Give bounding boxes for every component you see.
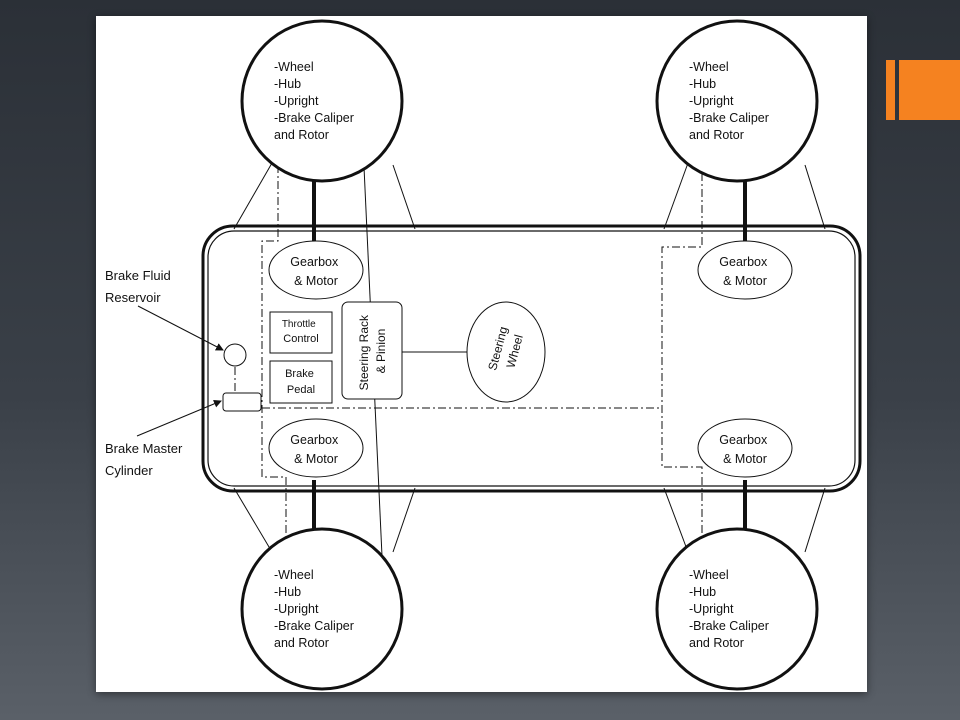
reservoir-callout-arrow (137, 305, 224, 351)
svg-text:Brake Pedal: Brake Pedal (285, 368, 317, 396)
brake-pedal-box: Brake Pedal (269, 360, 333, 404)
chassis-outer (201, 224, 862, 493)
gearbox-rear-left: Gearbox & Motor (268, 418, 364, 478)
brake-fluid-reservoir-label: Brake Fluid Reservoir (105, 268, 174, 305)
wheel-rear-left: -Wheel -Hub -Upright -Brake Caliper and … (240, 527, 404, 691)
steering-rack-box: Steering Rack & Pinion (341, 301, 403, 400)
master-cylinder-callout-arrow (136, 400, 222, 437)
throttle-control-box: Throttle Control (269, 311, 333, 354)
gearbox-front-right: Gearbox & Motor (697, 240, 793, 300)
svg-text:Steering Rack & Pinion: Steering Rack & Pinion (357, 312, 388, 391)
accent-bar-thin (886, 60, 895, 120)
svg-text:Throttle Control: Throttle Control (282, 314, 320, 345)
accent-block (899, 60, 960, 120)
svg-text:Gearbox & Motor: Gearbox & Motor (290, 433, 341, 466)
wheel-rear-right: -Wheel -Hub -Upright -Brake Caliper and … (655, 527, 819, 691)
brake-master-cylinder (222, 392, 262, 412)
wheel-front-left: -Wheel -Hub -Upright -Brake Caliper and … (240, 19, 404, 183)
gearbox-front-left: Gearbox & Motor (268, 240, 364, 300)
brake-lines (234, 165, 703, 555)
wheel-front-right-text: -Wheel -Hub -Upright -Brake Caliper and … (689, 60, 772, 142)
wheel-rear-left-text: -Wheel -Hub -Upright -Brake Caliper and … (274, 568, 357, 650)
brake-master-cylinder-label: Brake Master Cylinder (105, 441, 186, 478)
brake-fluid-reservoir (223, 343, 247, 367)
svg-text:Gearbox & Motor: Gearbox & Motor (719, 255, 770, 288)
chassis-inner (207, 230, 856, 487)
gearbox-rear-right: Gearbox & Motor (697, 418, 793, 478)
wheel-front-left-text: -Wheel -Hub -Upright -Brake Caliper and … (274, 60, 357, 142)
steering-wheel-ellipse: Steering Wheel (466, 301, 546, 403)
svg-text:Gearbox & Motor: Gearbox & Motor (290, 255, 341, 288)
wheel-front-right: -Wheel -Hub -Upright -Brake Caliper and … (655, 19, 819, 183)
wheel-rear-right-text: -Wheel -Hub -Upright -Brake Caliper and … (689, 568, 772, 650)
svg-text:Gearbox & Motor: Gearbox & Motor (719, 433, 770, 466)
